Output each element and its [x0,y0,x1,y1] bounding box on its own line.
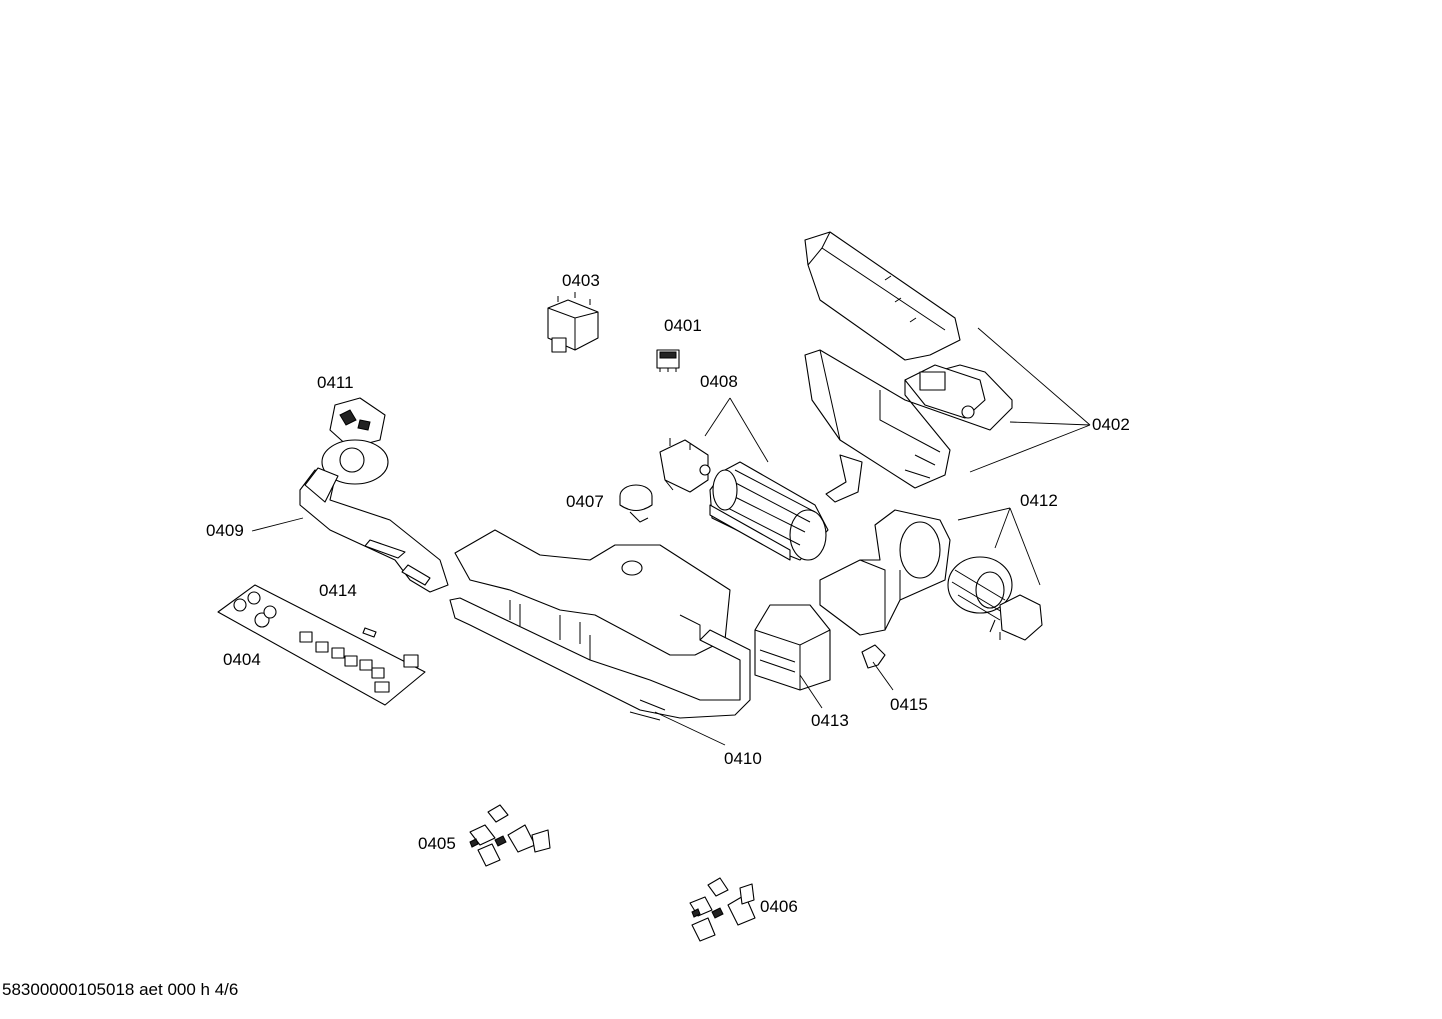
label-0407: 0407 [566,492,604,511]
part-0408-tangential-fan [709,461,829,561]
label-0403: 0403 [562,271,600,290]
part-0411-fan-motor [321,397,389,485]
part-0405-connectors [469,804,551,867]
part-0415-clip [861,644,886,669]
label-0411: 0411 [317,373,354,392]
label-0405: 0405 [418,834,456,853]
drawing-number: 58300000105018 aet 000 h 4/6 [2,980,239,999]
part-0402-bracket [825,454,863,503]
part-0401-relay [656,349,680,372]
part-0407-thermostat [619,484,653,523]
label-0409: 0409 [206,521,244,540]
part-0413-transformer [754,604,831,691]
label-0415: 0415 [890,695,928,714]
part-0404-control-board [217,584,426,706]
part-0406-connectors [689,877,756,942]
label-0402: 0402 [1092,415,1130,434]
part-0414-fuse [362,627,377,638]
part-0403-transformer [547,292,599,353]
label-0410: 0410 [724,749,762,768]
label-0413: 0413 [811,711,849,730]
part-0410-housing [449,529,751,721]
label-0404: 0404 [223,650,261,669]
part-0409-air-duct [299,467,449,593]
label-0406: 0406 [760,897,798,916]
label-0408: 0408 [700,372,738,391]
part-0412-blower-housing [819,509,951,636]
part-0408-motor [659,438,711,493]
part-0402-tray [804,349,1013,489]
part-0412-blower-motor [989,594,1043,641]
label-0414: 0414 [319,581,357,600]
part-0402-cover [804,231,961,361]
part-0412-blower-wheel [947,556,1013,621]
label-0412: 0412 [1020,491,1058,510]
label-0401: 0401 [664,316,702,335]
